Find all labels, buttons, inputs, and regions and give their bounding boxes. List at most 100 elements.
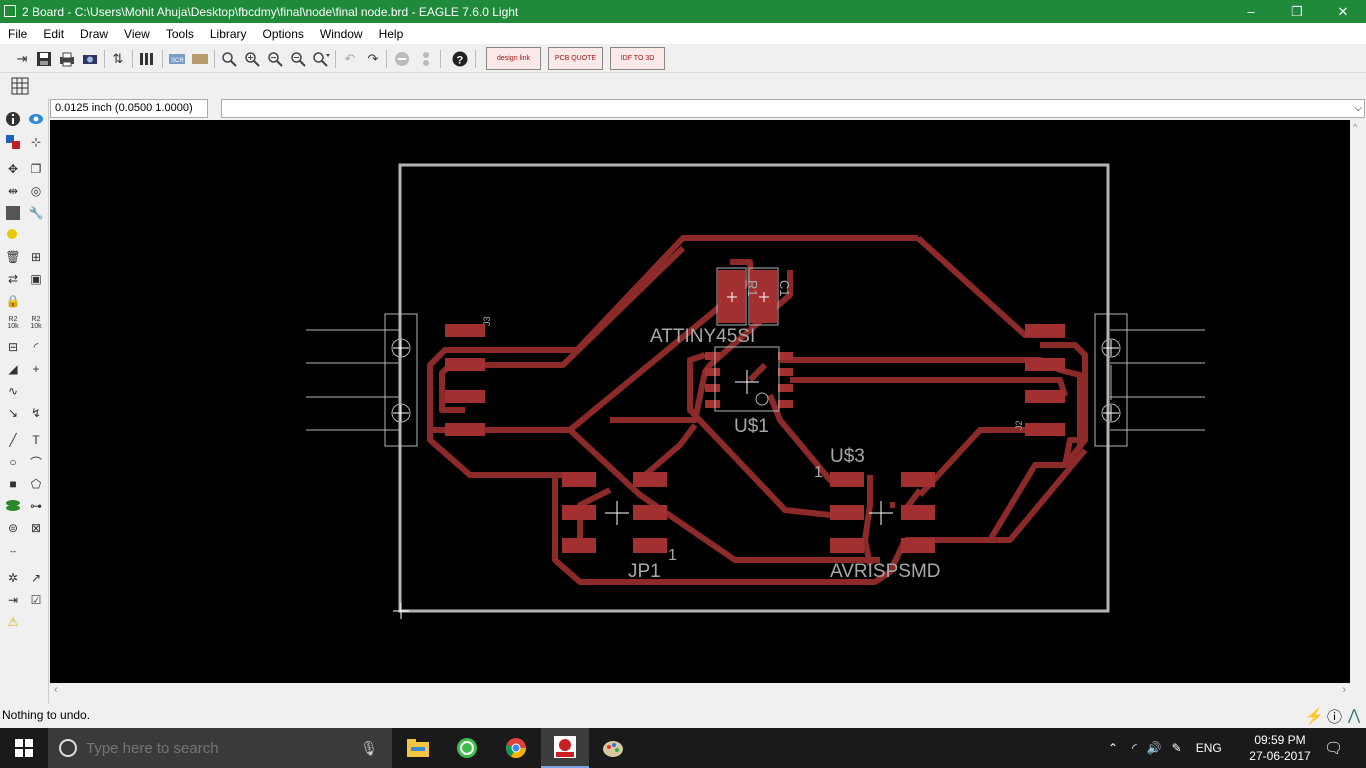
redraw-icon[interactable] [288, 49, 308, 69]
group-icon[interactable] [4, 204, 22, 222]
arc-icon[interactable]: ⌒ [29, 455, 42, 470]
dimension-icon[interactable]: ↔ [8, 545, 18, 555]
pcb-quote-button[interactable]: PCB QUOTE [548, 47, 603, 70]
menu-library[interactable]: Library [209, 26, 247, 41]
zoom-in-icon[interactable] [242, 49, 262, 69]
delete-icon[interactable]: 🗑 [5, 250, 21, 264]
info-icon[interactable] [4, 110, 22, 128]
polygon-icon[interactable]: ⬠ [30, 477, 42, 491]
show-hidden-icons-icon[interactable]: ⌃ [1108, 741, 1119, 755]
print-icon[interactable] [57, 49, 77, 69]
scroll-up-icon[interactable]: ^ [1353, 122, 1358, 132]
taskbar-clock[interactable]: 09:59 PM 27-06-2017 [1246, 732, 1314, 764]
smash-icon[interactable]: ⊟ [7, 340, 19, 354]
whatsapp-icon[interactable] [443, 728, 491, 768]
zoom-out-icon[interactable] [265, 49, 285, 69]
pcb-drawing[interactable]: ATTINY45SI U$1 U$3 JP1 AVRISPSMD 1 1 J3 … [50, 120, 1350, 683]
run-ulp-icon[interactable] [190, 49, 210, 69]
wifi-icon[interactable]: ◜ [1132, 741, 1137, 755]
search-input[interactable] [86, 739, 356, 757]
board-canvas[interactable]: ATTINY45SI U$1 U$3 JP1 AVRISPSMD 1 1 J3 … [50, 120, 1350, 683]
wire-icon[interactable]: ╱ [9, 433, 17, 447]
menu-options[interactable]: Options [262, 26, 304, 41]
auto-router-icon[interactable]: ↗ [30, 571, 42, 585]
hole-icon[interactable]: ⊜ [7, 521, 19, 535]
erc-icon[interactable]: ⇥ [7, 593, 19, 607]
lightning-icon[interactable]: ⚡ [1305, 708, 1324, 725]
stop-icon[interactable] [392, 49, 412, 69]
notifications-icon[interactable]: 🗨 [1324, 740, 1344, 757]
mirror-icon[interactable]: ⇹ [7, 184, 19, 198]
menu-help[interactable]: Help [378, 26, 404, 41]
ripup-icon[interactable]: ↯ [30, 406, 42, 420]
undo-icon[interactable]: ↶ [344, 51, 356, 66]
split-icon[interactable]: ◢ [8, 362, 18, 376]
text-tool[interactable]: T [32, 433, 40, 447]
go-icon[interactable] [416, 49, 436, 69]
paint-icon[interactable] [590, 728, 638, 768]
move-icon[interactable]: ✥ [7, 162, 19, 176]
scroll-right-icon[interactable]: › [1342, 684, 1346, 696]
copy-icon[interactable]: ❐ [30, 162, 42, 176]
command-input[interactable] [222, 100, 1364, 117]
menu-draw[interactable]: Draw [80, 26, 109, 41]
route-icon[interactable]: ↘ [7, 406, 19, 420]
menu-window[interactable]: Window [319, 26, 363, 41]
ratsnest-icon[interactable]: ✲ [7, 571, 19, 585]
idf-to-3d-button[interactable]: IDF TO 3D [610, 47, 665, 70]
miter-icon[interactable]: ◜ [33, 340, 39, 354]
command-line[interactable]: ⌵ [221, 99, 1365, 118]
grid-icon[interactable] [10, 76, 30, 96]
save-icon[interactable] [34, 49, 54, 69]
language-indicator[interactable]: ENG [1195, 741, 1222, 755]
info-status-icon[interactable]: ⓘ [1327, 709, 1343, 726]
pen-icon[interactable]: ✎ [1171, 741, 1182, 755]
display-layers-icon[interactable] [4, 133, 22, 151]
windows-start-button[interactable] [0, 728, 48, 768]
redo-icon[interactable]: ↷ [367, 51, 379, 66]
via-icon[interactable] [4, 497, 22, 515]
zoom-select-icon[interactable] [311, 49, 331, 69]
errors-icon[interactable]: ⚠ [7, 615, 19, 629]
vertical-scrollbar[interactable]: ^ [1350, 120, 1366, 683]
taskbar-search[interactable]: 🎙 [48, 728, 392, 768]
meander-icon[interactable]: ∿ [7, 384, 19, 398]
change-icon[interactable]: 🔧 [28, 206, 44, 220]
volume-icon[interactable]: 🔊 [1146, 741, 1162, 755]
close-button[interactable]: ✕ [1337, 3, 1349, 19]
drc-icon[interactable]: ☑ [30, 593, 42, 607]
layer-settings-icon[interactable] [138, 49, 158, 69]
use-library-icon[interactable]: ⇅ [112, 51, 124, 66]
add-icon[interactable]: ⊞ [30, 250, 42, 264]
scroll-left-icon[interactable]: ‹ [54, 684, 58, 696]
signal-icon[interactable]: ⊶ [30, 499, 42, 513]
circle-icon[interactable]: ○ [9, 455, 17, 469]
rotate-icon[interactable]: ◎ [30, 184, 42, 198]
show-icon[interactable] [27, 110, 45, 128]
horizontal-scrollbar[interactable]: ‹ › [50, 683, 1350, 699]
cam-processor-icon[interactable] [80, 49, 100, 69]
menu-file[interactable]: File [8, 26, 28, 41]
minimize-button[interactable]: – [1247, 4, 1255, 19]
maximize-button[interactable]: ❐ [1291, 3, 1303, 19]
script-icon[interactable]: SCR [167, 49, 187, 69]
paste-icon[interactable] [4, 226, 22, 244]
eagle-taskbar-icon[interactable] [541, 728, 589, 768]
chrome-icon[interactable] [492, 728, 540, 768]
zoom-fit-icon[interactable] [219, 49, 239, 69]
replace-icon[interactable]: ⇄ [7, 272, 19, 286]
file-explorer-icon[interactable] [394, 728, 442, 768]
menu-view[interactable]: View [124, 26, 150, 41]
rectangle-icon[interactable]: ■ [9, 477, 17, 491]
menu-edit[interactable]: Edit [43, 26, 65, 41]
help-icon[interactable]: ? [450, 49, 470, 69]
design-link-button[interactable]: design link [486, 47, 541, 70]
open-icon[interactable]: ⇥ [16, 51, 28, 66]
padlock-icon[interactable]: 🔒 [5, 294, 21, 308]
design-link-status-icon[interactable]: ⋀ [1348, 707, 1361, 724]
lock-icon[interactable]: ▣ [30, 272, 42, 286]
attribute-icon[interactable]: ⊠ [30, 521, 42, 535]
chevron-down-icon[interactable]: ⌵ [1354, 103, 1362, 114]
